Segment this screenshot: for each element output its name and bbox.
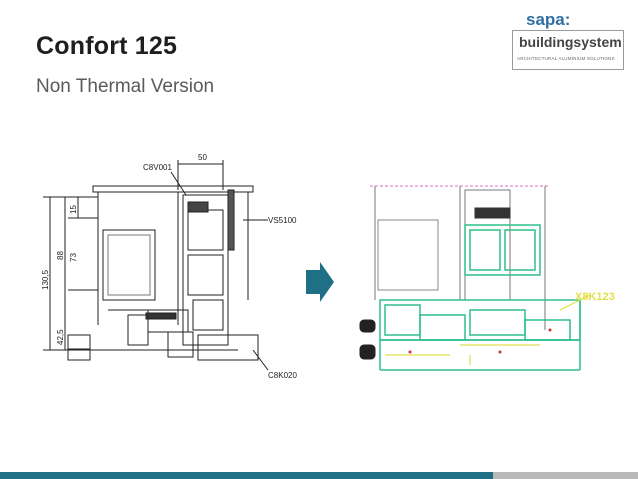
footer-bar-primary xyxy=(0,472,493,479)
label-x8k123: X8K123 xyxy=(575,291,615,303)
label-dim-50: 50 xyxy=(198,153,207,162)
footer-bar-secondary xyxy=(493,472,638,479)
slide-subtitle: Non Thermal Version xyxy=(36,76,215,97)
label-dim-15: 15 xyxy=(69,205,78,214)
arrow-right-icon xyxy=(306,262,334,307)
label-dim-73: 73 xyxy=(69,253,78,262)
technical-drawing-highlighted: X8K123 xyxy=(359,180,630,385)
logo-brand: sapa: xyxy=(526,10,571,29)
logo-tagline: ARCHITECTURAL ALUMINIUM SOLUTIONS xyxy=(517,56,615,61)
label-dim-42-5: 42,5 xyxy=(56,329,65,345)
logo-box: buildingsystem ARCHITECTURAL ALUMINIUM S… xyxy=(512,30,624,70)
label-c8v001: C8V001 xyxy=(143,163,172,172)
technical-drawing-original: C8V001 50 VS5100 C8K020 15 88 73 130,5 4… xyxy=(38,150,297,395)
slide-title: Confort 125 xyxy=(36,32,178,60)
logo-name: buildingsystem xyxy=(519,34,622,50)
label-dim-130-5: 130,5 xyxy=(41,269,50,290)
label-vs5100: VS5100 xyxy=(268,216,297,225)
footer-bar xyxy=(0,472,638,479)
label-c8k020: C8K020 xyxy=(268,371,297,380)
label-dim-88: 88 xyxy=(56,251,65,260)
company-logo: sapa: buildingsystem ARCHITECTURAL ALUMI… xyxy=(512,10,624,70)
